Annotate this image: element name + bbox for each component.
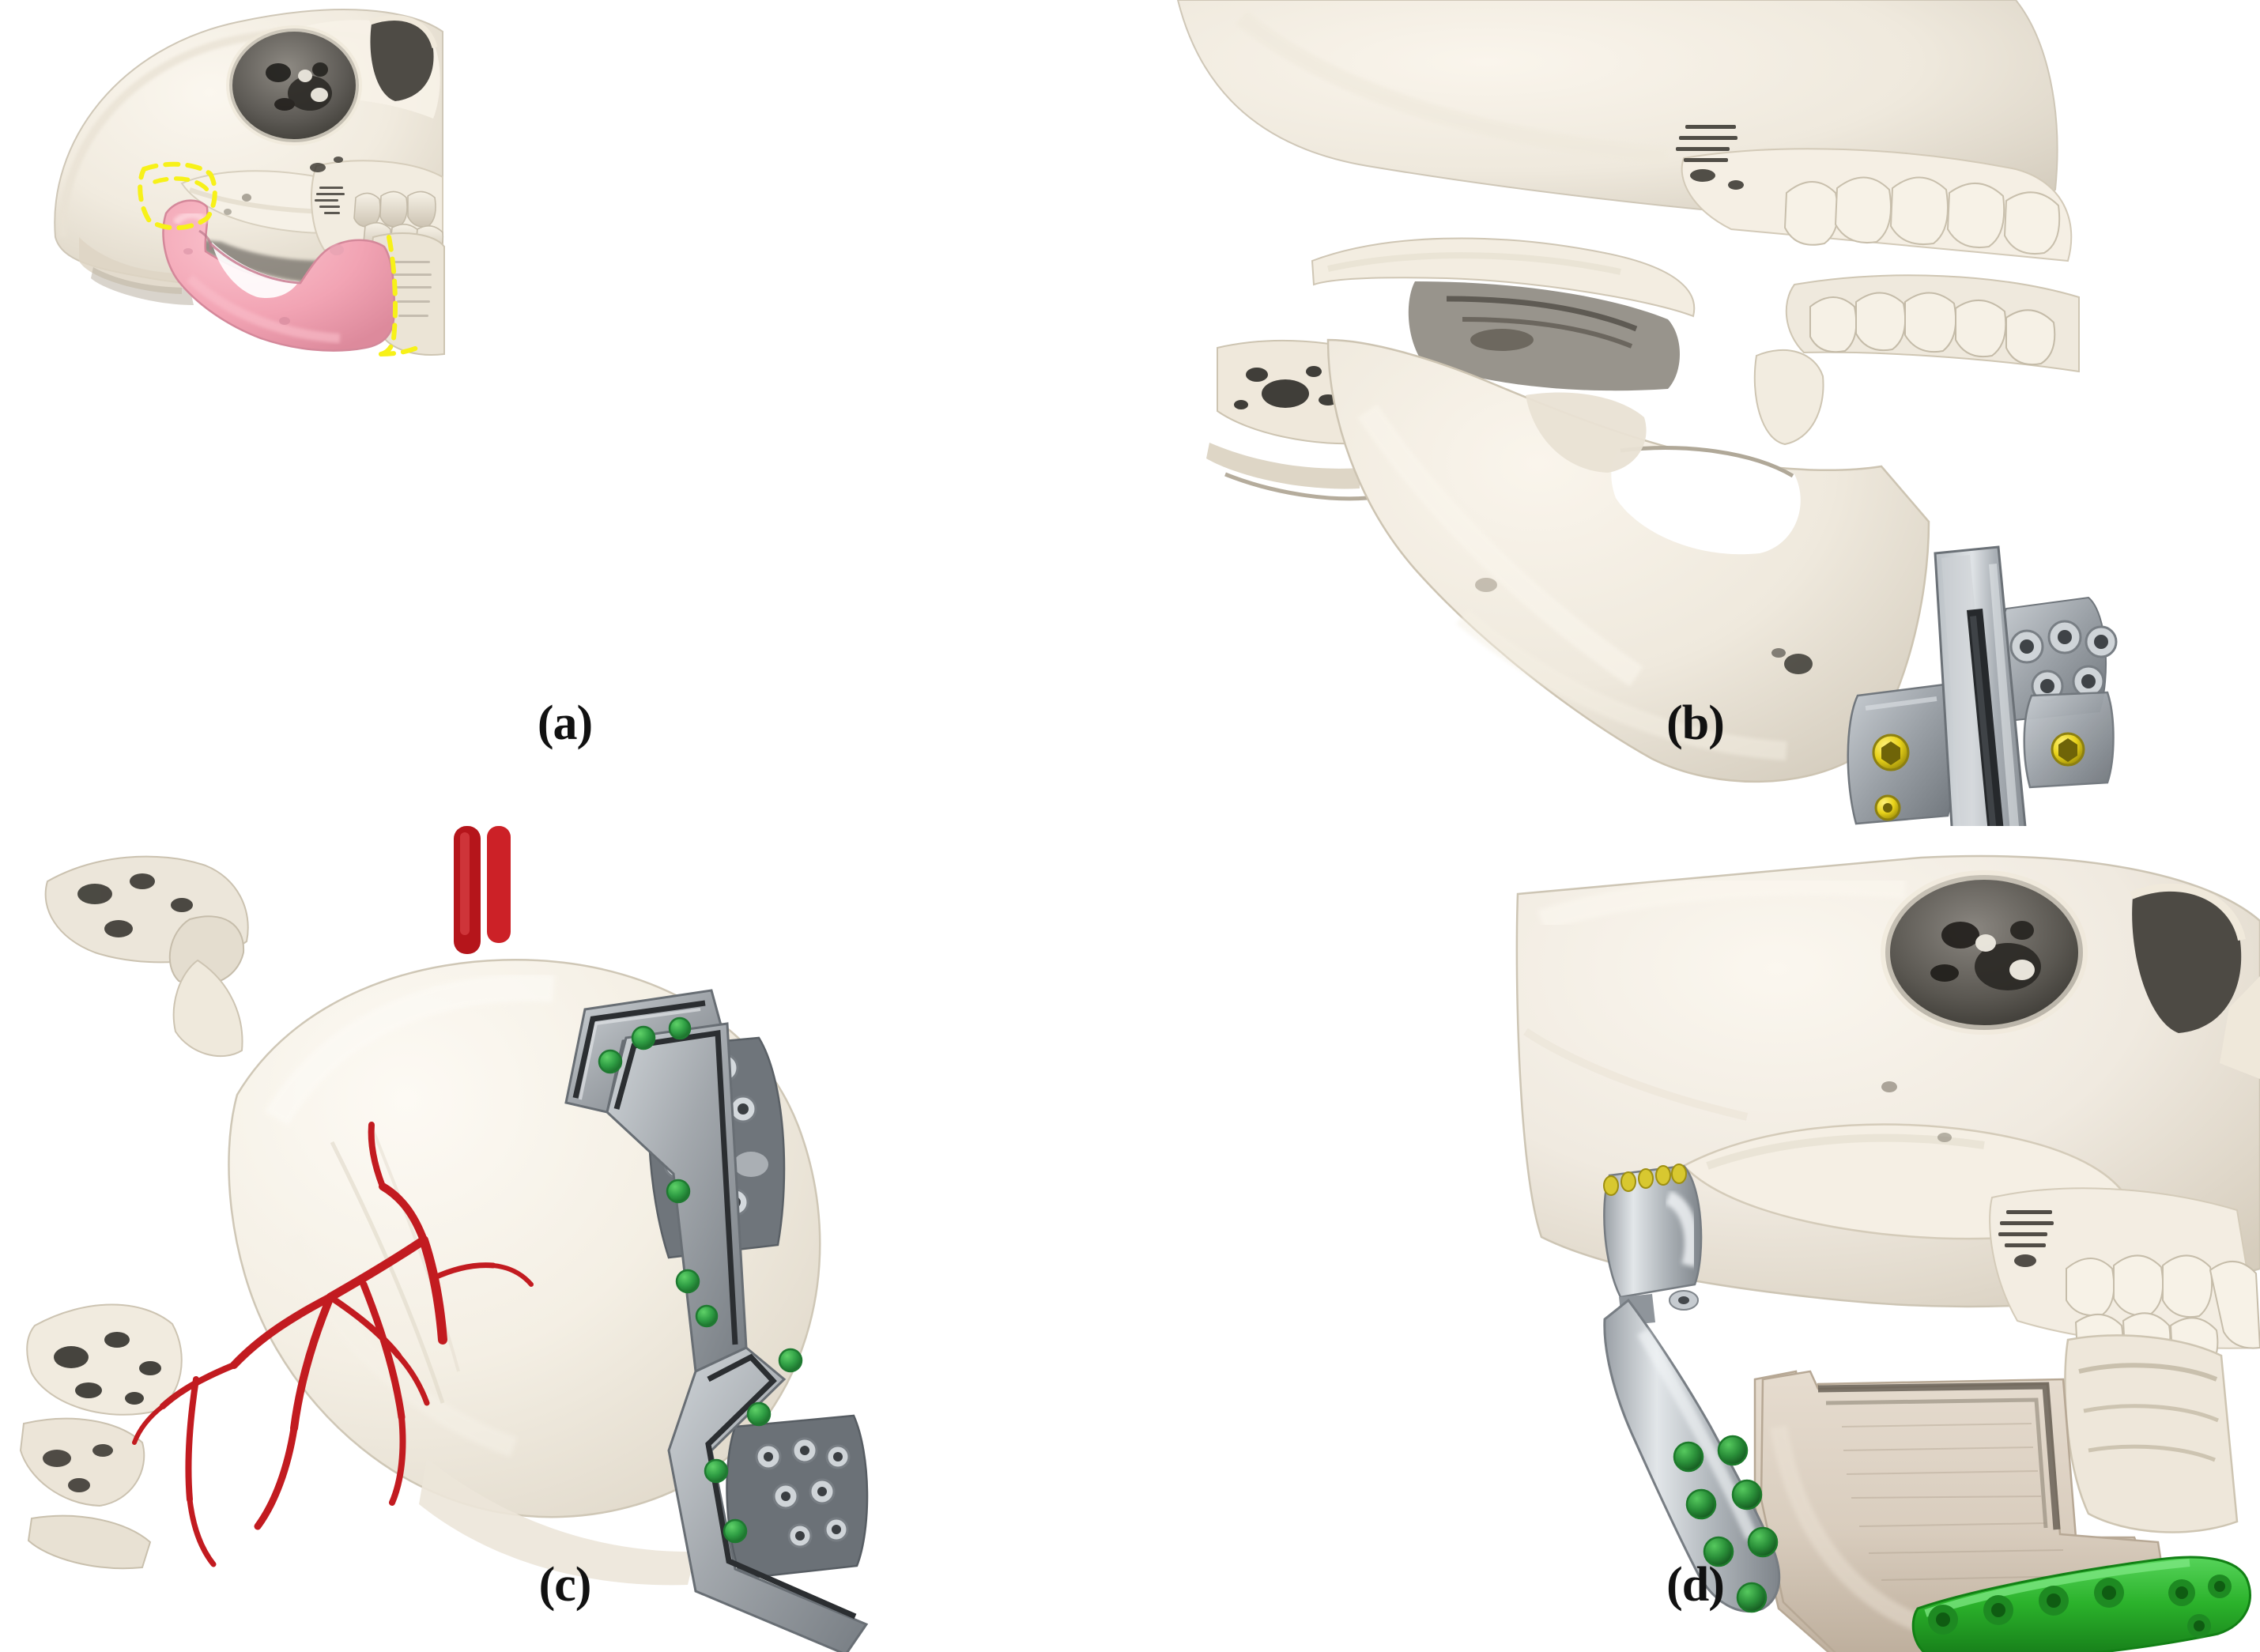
panel-c-caption: (c): [538, 1558, 592, 1612]
panel-c: (c): [0, 826, 1130, 1652]
reconstruction-plate: [1911, 1556, 2251, 1652]
plate-screw-holes: [1928, 1575, 2232, 1638]
peroneal-vessels: [132, 1122, 534, 1567]
nasal-aperture: [368, 15, 438, 101]
prosthesis-head-screws-yellow: [1603, 1164, 1687, 1196]
panel-b-caption: (b): [1666, 696, 1725, 750]
guide-screw-holes-green: [598, 1016, 803, 1544]
proximal-bone-fragments: [44, 855, 249, 1058]
mandibular-cutting-guide: [1847, 545, 2118, 826]
fixation-screws: [1872, 734, 1910, 821]
anterior-resection-outline: [379, 235, 423, 356]
upper-teeth: [1783, 176, 2061, 255]
orbital-cavity: [226, 25, 362, 145]
panel-a-render: [0, 0, 1130, 826]
panel-b-render: [1130, 0, 2260, 826]
residual-mandible: [2064, 1334, 2239, 1533]
panel-a-svg: [54, 9, 445, 356]
guide-body-cutting-slot: [1934, 545, 2027, 826]
guide-rail-lower: [667, 1346, 869, 1652]
panel-a-caption: (a): [537, 696, 593, 750]
mandibular-teeth: [1785, 274, 2080, 373]
panel-d: (d): [1130, 826, 2260, 1652]
zygomatic-arch: [1311, 237, 1696, 318]
panel-c-svg: [19, 826, 869, 1652]
condylar-prosthesis-head: [1603, 1164, 1703, 1326]
orbital-cavity: [1881, 870, 2088, 1035]
panel-a: (a): [0, 0, 1130, 826]
condylar-prosthesis-ramus-plate: [1603, 1298, 1781, 1613]
posterior-resection-outline: [138, 161, 217, 231]
panel-c-render: [0, 826, 1130, 1652]
panel-d-render: [1130, 826, 2260, 1652]
panel-d-caption: (d): [1666, 1558, 1725, 1612]
drill-hole-cylinders: [1998, 596, 2118, 722]
temporal-fossa: [1408, 281, 1680, 391]
guide-flange-right: [2023, 691, 2115, 789]
mandible-highlight-pink: [162, 199, 395, 352]
prosthesis-screw-holes-green: [1673, 1435, 1779, 1613]
distal-bone-fragments: [19, 1303, 183, 1570]
panel-b-svg: [1176, 0, 2118, 826]
drill-cylinder-plate-lower: [726, 1414, 869, 1580]
panel-d-svg: [1515, 854, 2260, 1652]
nasal-aperture: [2130, 883, 2260, 1079]
panel-b: (b): [1130, 0, 2260, 826]
maxilla-and-teeth: [1676, 125, 2073, 262]
fibula-cutting-guide: [564, 989, 869, 1652]
mandible: [1326, 338, 1930, 783]
vessel-pedicle-proximal: [454, 826, 511, 954]
